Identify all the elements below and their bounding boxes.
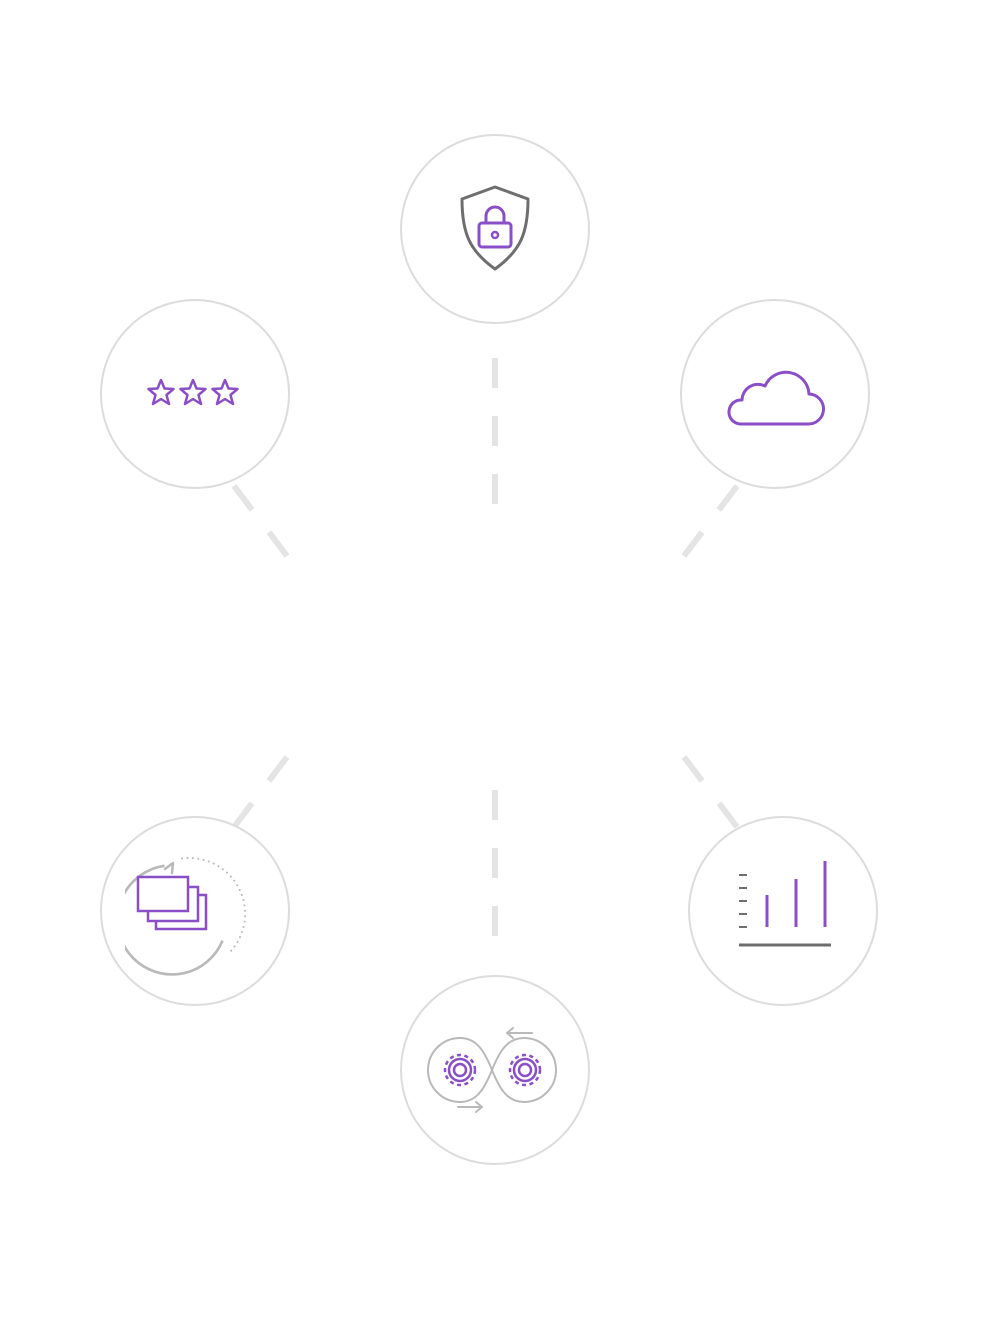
connector-top-left (231, 484, 290, 558)
three-stars-icon (147, 378, 239, 406)
node-migration (100, 816, 290, 1006)
connector-bottom-left (231, 755, 290, 829)
bar-chart-icon (739, 861, 831, 947)
shield-lock-icon (460, 185, 530, 271)
node-ratings (100, 299, 290, 489)
connector-bottom-right (681, 755, 740, 829)
cloud-icon (727, 370, 825, 426)
node-cloud (680, 299, 870, 489)
node-integration (400, 975, 590, 1165)
node-security (400, 134, 590, 324)
gears-loop-icon (427, 1027, 557, 1113)
connector-top-right (681, 484, 740, 558)
stacked-windows-cycle-icon (125, 857, 247, 976)
node-analytics (688, 816, 878, 1006)
